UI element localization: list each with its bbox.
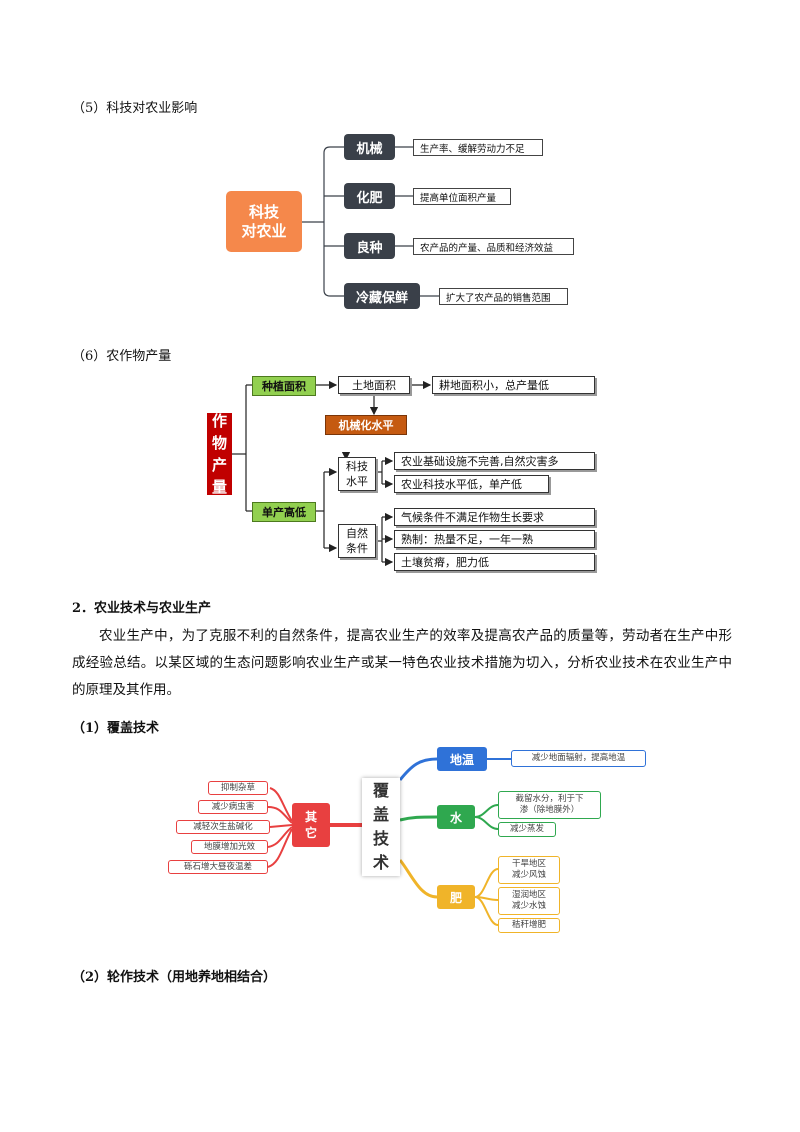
fert-item-humid-line2: 减少水蚀 — [511, 901, 546, 911]
other-node: 其 它 — [292, 803, 330, 847]
section-heading-6: （6）农作物产量 — [72, 349, 172, 364]
center-char-1: 覆 — [372, 781, 389, 800]
crop-yield-root-char-3: 产 — [211, 456, 227, 474]
mindmap-connectors — [267, 757, 511, 926]
other-item-light: 地膜增加光效 — [191, 840, 268, 854]
yield-per-unit-node: 单产高低 — [252, 502, 316, 522]
detail-cold-storage: 扩大了农产品的销售范围 — [439, 288, 568, 305]
other-item-pests: 减少病虫害 — [198, 800, 268, 814]
diagram-covering-tech: 覆 盖 技 术 其 它 抑制杂草 减少病虫害 减轻次生盐碱化 地膜增加光效 砾石… — [0, 735, 800, 950]
center-char-2: 盖 — [372, 805, 389, 824]
detail-machinery: 生产率、缓解劳动力不足 — [413, 139, 543, 156]
section-heading-5: （5）科技对农业影响 — [72, 101, 198, 116]
fertility-node: 肥 — [437, 885, 475, 909]
detail-seeds: 农产品的产量、品质和经济效益 — [413, 238, 574, 255]
soil-temperature-node: 地温 — [437, 747, 487, 771]
branch-seeds: 良种 — [344, 233, 395, 259]
diagram-yield-connectors — [232, 380, 432, 567]
other-node-line1: 其 — [304, 810, 317, 824]
center-char-3: 技 — [372, 829, 389, 848]
fert-item-straw: 秸秆增肥 — [498, 918, 560, 933]
subsection-heading-rotation: （2）轮作技术（用地养地相结合） — [72, 970, 277, 985]
water-item-infiltration-line2: 渗（除地膜外） — [519, 805, 580, 815]
tech-root-node: 科技 对农业 — [226, 191, 302, 252]
natural-conditions-node: 自然 条件 — [338, 524, 376, 558]
land-area-node: 土地面积 — [338, 376, 410, 394]
crop-yield-root-char-2: 物 — [211, 434, 227, 452]
section-heading-2: 2．农业技术与农业生产 — [72, 601, 212, 616]
tech-detail-low-tech: 农业科技水平低，单产低 — [394, 475, 549, 493]
water-item-evaporation: 减少蒸发 — [498, 822, 556, 837]
branch-fertilizer: 化肥 — [344, 183, 395, 209]
diagram-crop-yield: 作 物 产 量 种植面积 土地面积 耕地面积小，总产量低 机械化水平 单产高低 … — [0, 360, 800, 580]
tech-level-line1: 科技 — [346, 460, 368, 473]
other-item-gravel: 砾石增大昼夜温差 — [168, 860, 268, 874]
temp-item-radiation: 减少地面辐射，提高地温 — [511, 750, 646, 767]
fert-item-arid: 干旱地区 减少风蚀 — [498, 856, 560, 884]
mechanization-node: 机械化水平 — [325, 415, 407, 435]
water-node: 水 — [437, 805, 475, 829]
branch-cold-storage: 冷藏保鲜 — [344, 283, 420, 309]
water-item-infiltration: 截留水分，利于下 渗（除地膜外） — [498, 791, 601, 819]
fert-item-humid: 湿润地区 减少水蚀 — [498, 887, 560, 915]
tech-root-line2: 对农业 — [241, 221, 287, 240]
crop-yield-root-char-4: 量 — [211, 478, 227, 496]
tech-detail-infrastructure: 农业基础设施不完善,自然灾害多 — [394, 452, 595, 470]
water-item-infiltration-line1: 截留水分，利于下 — [515, 794, 584, 804]
other-node-line2: 它 — [304, 826, 317, 840]
tech-level-node: 科技 水平 — [338, 457, 376, 491]
planting-area-node: 种植面积 — [252, 376, 316, 396]
diagram-tech-impact: 科技 对农业 机械 化肥 良种 冷藏保鲜 生产率、缓解劳动力不足 提高单位面积产… — [0, 0, 800, 340]
diagram-tech-connectors — [302, 146, 439, 297]
fert-item-arid-line1: 干旱地区 — [511, 859, 546, 869]
center-char-4: 术 — [372, 853, 389, 872]
subsection-heading-covering: （1）覆盖技术 — [72, 721, 160, 736]
nature-detail-climate: 气候条件不满足作物生长要求 — [394, 508, 595, 526]
fert-item-arid-line2: 减少风蚀 — [511, 870, 546, 880]
tech-level-line2: 水平 — [346, 475, 368, 488]
natural-conditions-line1: 自然 — [346, 527, 368, 540]
crop-yield-root: 作 物 产 量 — [207, 412, 232, 496]
other-item-weeds: 抑制杂草 — [208, 781, 268, 795]
section-2-paragraph: 农业生产中，为了克服不利的自然条件，提高农业生产的效率及提高农产品的质量等，劳动… — [72, 628, 732, 698]
detail-fertilizer: 提高单位面积产量 — [413, 188, 511, 205]
land-area-detail: 耕地面积小，总产量低 — [432, 376, 595, 394]
nature-detail-soil: 土壤贫瘠，肥力低 — [394, 553, 595, 571]
covering-tech-center: 覆 盖 技 术 — [362, 778, 400, 876]
other-item-salinization: 减轻次生盐碱化 — [176, 820, 270, 834]
crop-yield-root-char-1: 作 — [211, 412, 227, 430]
fert-item-humid-line1: 湿润地区 — [511, 890, 546, 900]
branch-machinery: 机械 — [344, 134, 395, 160]
nature-detail-cropping: 熟制：热量不足，一年一熟 — [394, 530, 595, 548]
natural-conditions-line2: 条件 — [346, 542, 368, 555]
tech-root-line1: 科技 — [248, 202, 279, 221]
